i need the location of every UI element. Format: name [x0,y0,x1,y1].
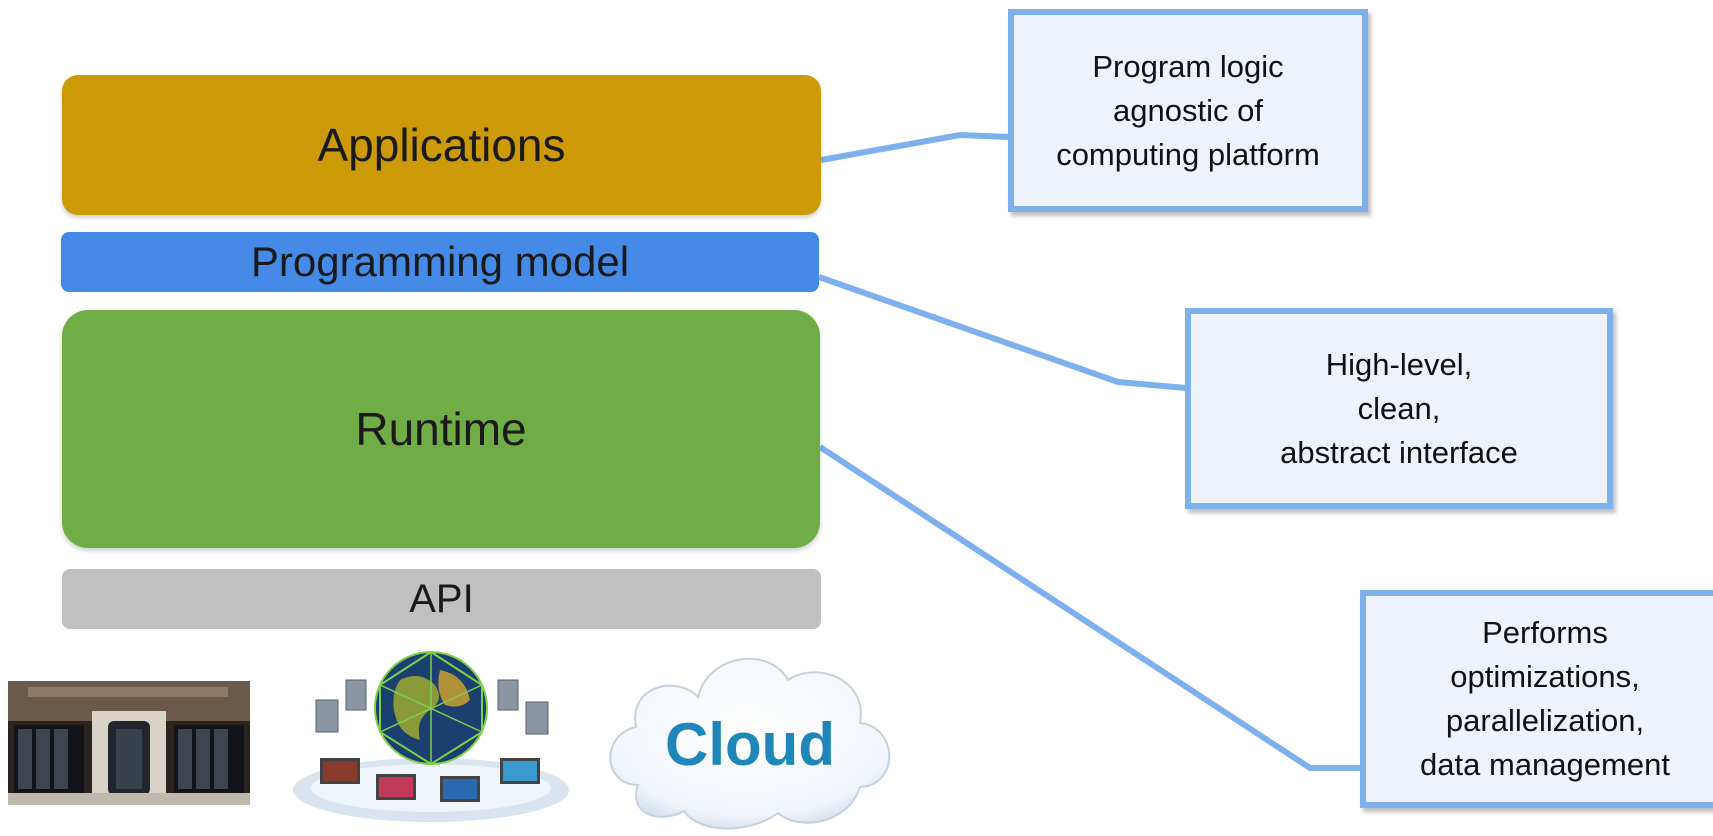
datacenter-image [8,681,250,805]
callout-text-line: Program logic [1092,48,1284,84]
connector-runtime [818,444,1362,771]
callout-text-line: optimizations, [1450,659,1640,694]
callout-text-line: parallelization, [1445,703,1645,738]
callout-platform-agnostic: Program logic agnostic of computing plat… [1008,9,1368,212]
applications-layer: Applications [62,75,821,215]
applications-label: Applications [317,119,566,171]
callout-text-line: High-level, [1325,346,1473,382]
api-layer: API [62,569,821,629]
callout-text-line: abstract interface [1280,434,1518,470]
runtime-label: Runtime [355,403,527,455]
runtime-layer: Runtime [62,310,820,548]
cloud-label: Cloud [665,711,835,778]
connector-applications [820,131,1011,163]
callout-abstract-interface: High-level, clean, abstract interface [1185,308,1613,509]
programming-model-layer: Programming model [61,232,819,292]
cloud-image: Cloud [609,657,891,830]
connector-programming-model [818,274,1187,391]
callout-text-line: computing platform [1056,136,1320,172]
api-label: API [409,576,474,621]
programming-model-label: Programming model [250,238,630,285]
callout-text-line: Performs [1482,615,1608,650]
callout-text-line: clean, [1357,390,1441,426]
callout-runtime-duties: Performs optimizations, parallelization,… [1360,590,1713,808]
callout-text-line: agnostic of [1113,92,1263,128]
grid-computing-image [293,650,569,822]
callout-text-line: data management [1420,747,1670,782]
